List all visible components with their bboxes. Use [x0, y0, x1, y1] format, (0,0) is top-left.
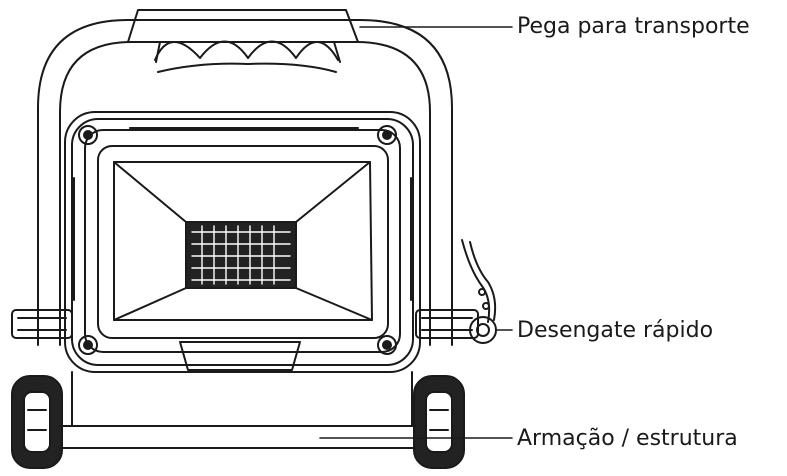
quick-release-label: Desengate rápido — [517, 318, 714, 343]
side-clamp-left — [11, 309, 73, 339]
carry-handle — [127, 9, 359, 73]
frame-tube — [37, 19, 453, 346]
bottom-frame-bar — [59, 371, 417, 449]
led-panel — [185, 221, 297, 289]
leader-lines — [319, 26, 513, 439]
light-housing — [64, 111, 421, 373]
side-clamp-right — [415, 309, 479, 339]
wheel-right — [413, 375, 465, 469]
frame-label: Armação / estrutura — [517, 426, 738, 451]
wheel-left — [11, 375, 63, 469]
housing-screws — [78, 125, 397, 355]
carry-handle-label: Pega para transporte — [517, 14, 750, 39]
